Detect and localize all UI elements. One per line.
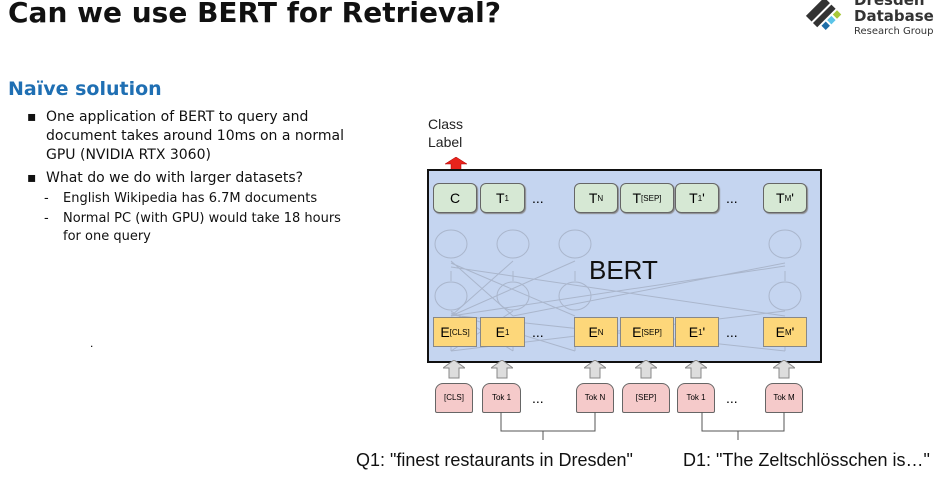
logo-mark-icon	[805, 0, 842, 31]
sub-bullet-item: -Normal PC (with GPU) would take 18 hour…	[27, 210, 367, 246]
up-arrow-icon	[443, 360, 465, 379]
bullet-text: One application of BERT to query and doc…	[46, 109, 344, 163]
sub-bullet-item: -English Wikipedia has 6.7M documents	[44, 191, 318, 206]
up-arrow-icon	[635, 360, 657, 379]
token-box: [CLS]	[435, 383, 473, 413]
token-box: Tok N	[576, 383, 614, 413]
bracket-lines	[500, 412, 785, 440]
token-box: Tok 1	[482, 383, 521, 413]
stray-dot: .	[90, 336, 94, 350]
box-subscript: 1	[697, 193, 703, 203]
section-heading: Naïve solution	[8, 78, 162, 100]
query-caption: Q1: "finest restaurants in Dresden"	[356, 450, 633, 470]
logo-text: Research Group	[854, 26, 934, 37]
box-label: E	[688, 324, 699, 340]
logo-text: Database	[854, 7, 934, 25]
bullet-text: What do we do with larger datasets?	[46, 170, 304, 186]
bullet-item: ▪One application of BERT to query and do…	[27, 108, 367, 165]
embedding-box: E[SEP]	[620, 317, 674, 347]
up-arrow-icon	[685, 360, 707, 379]
box-label: E	[440, 324, 450, 340]
box-subscript: N	[597, 193, 604, 203]
box-subscript: 1	[504, 193, 509, 203]
box-subscript: 1	[504, 327, 510, 337]
box-subscript: [SEP]	[641, 193, 662, 203]
up-arrow-icon	[773, 360, 795, 379]
box-subscript: M	[784, 193, 792, 203]
box-subscript: [SEP]	[641, 327, 662, 337]
embedding-box: E[CLS]	[433, 317, 477, 347]
box-label: T	[588, 190, 598, 206]
box-prime: '	[702, 324, 706, 340]
document-caption: D1: "The Zeltschlösschen is…"	[683, 450, 930, 470]
output-box: T[SEP]	[620, 183, 674, 213]
slide-title: Can we use BERT for Retrieval?	[8, 0, 501, 29]
ellipsis: ...	[726, 190, 738, 206]
box-subscript: N	[597, 327, 604, 337]
box-label: E	[588, 324, 598, 340]
box-label: C	[449, 190, 461, 206]
output-box: C	[433, 183, 477, 213]
ellipsis: ...	[532, 190, 544, 206]
ellipsis: ...	[532, 390, 544, 406]
up-arrow-icon	[584, 360, 606, 379]
token-box: [SEP]	[622, 383, 670, 413]
logo: Dresden Database Research Group	[800, 0, 950, 40]
token-label: [SEP]	[635, 393, 657, 402]
bert-label: BERT	[589, 255, 658, 285]
token-label: Tok N	[584, 393, 606, 402]
sub-bullet-text: English Wikipedia has 6.7M documents	[63, 191, 318, 206]
box-label: E	[632, 324, 642, 340]
box-prime: '	[702, 190, 705, 206]
token-label: Tok 1	[491, 393, 512, 402]
box-subscript: 1	[698, 327, 703, 337]
box-subscript: M	[784, 327, 792, 337]
box-label: T	[689, 190, 698, 206]
box-label: E	[775, 324, 785, 340]
ellipsis: ...	[726, 324, 738, 340]
box-subscript: [CLS]	[449, 327, 470, 337]
bullet-list: ▪One application of BERT to query and do…	[27, 108, 367, 246]
up-arrow-icon	[490, 360, 513, 379]
token-label: Tok M	[773, 393, 795, 402]
logo-text: Dresden	[854, 0, 925, 9]
token-label: Tok 1	[686, 393, 706, 402]
box-label: T	[776, 190, 785, 206]
box-label: E	[495, 324, 505, 340]
box-prime: '	[791, 190, 794, 206]
token-label: [CLS]	[443, 393, 464, 402]
box-prime: '	[791, 324, 795, 340]
token-box: Tok 1	[677, 383, 715, 413]
sub-bullet-text: Normal PC (with GPU) would take 18 hours…	[63, 211, 341, 244]
class-label: Class Label	[428, 116, 464, 150]
ellipsis: ...	[726, 390, 738, 406]
up-arrow-icon	[445, 157, 467, 171]
box-label: T	[632, 190, 642, 206]
box-label: T	[495, 190, 505, 206]
token-box: Tok M	[765, 383, 803, 413]
ellipsis: ...	[532, 324, 544, 340]
bullet-item: ▪What do we do with larger datasets?	[27, 170, 304, 186]
